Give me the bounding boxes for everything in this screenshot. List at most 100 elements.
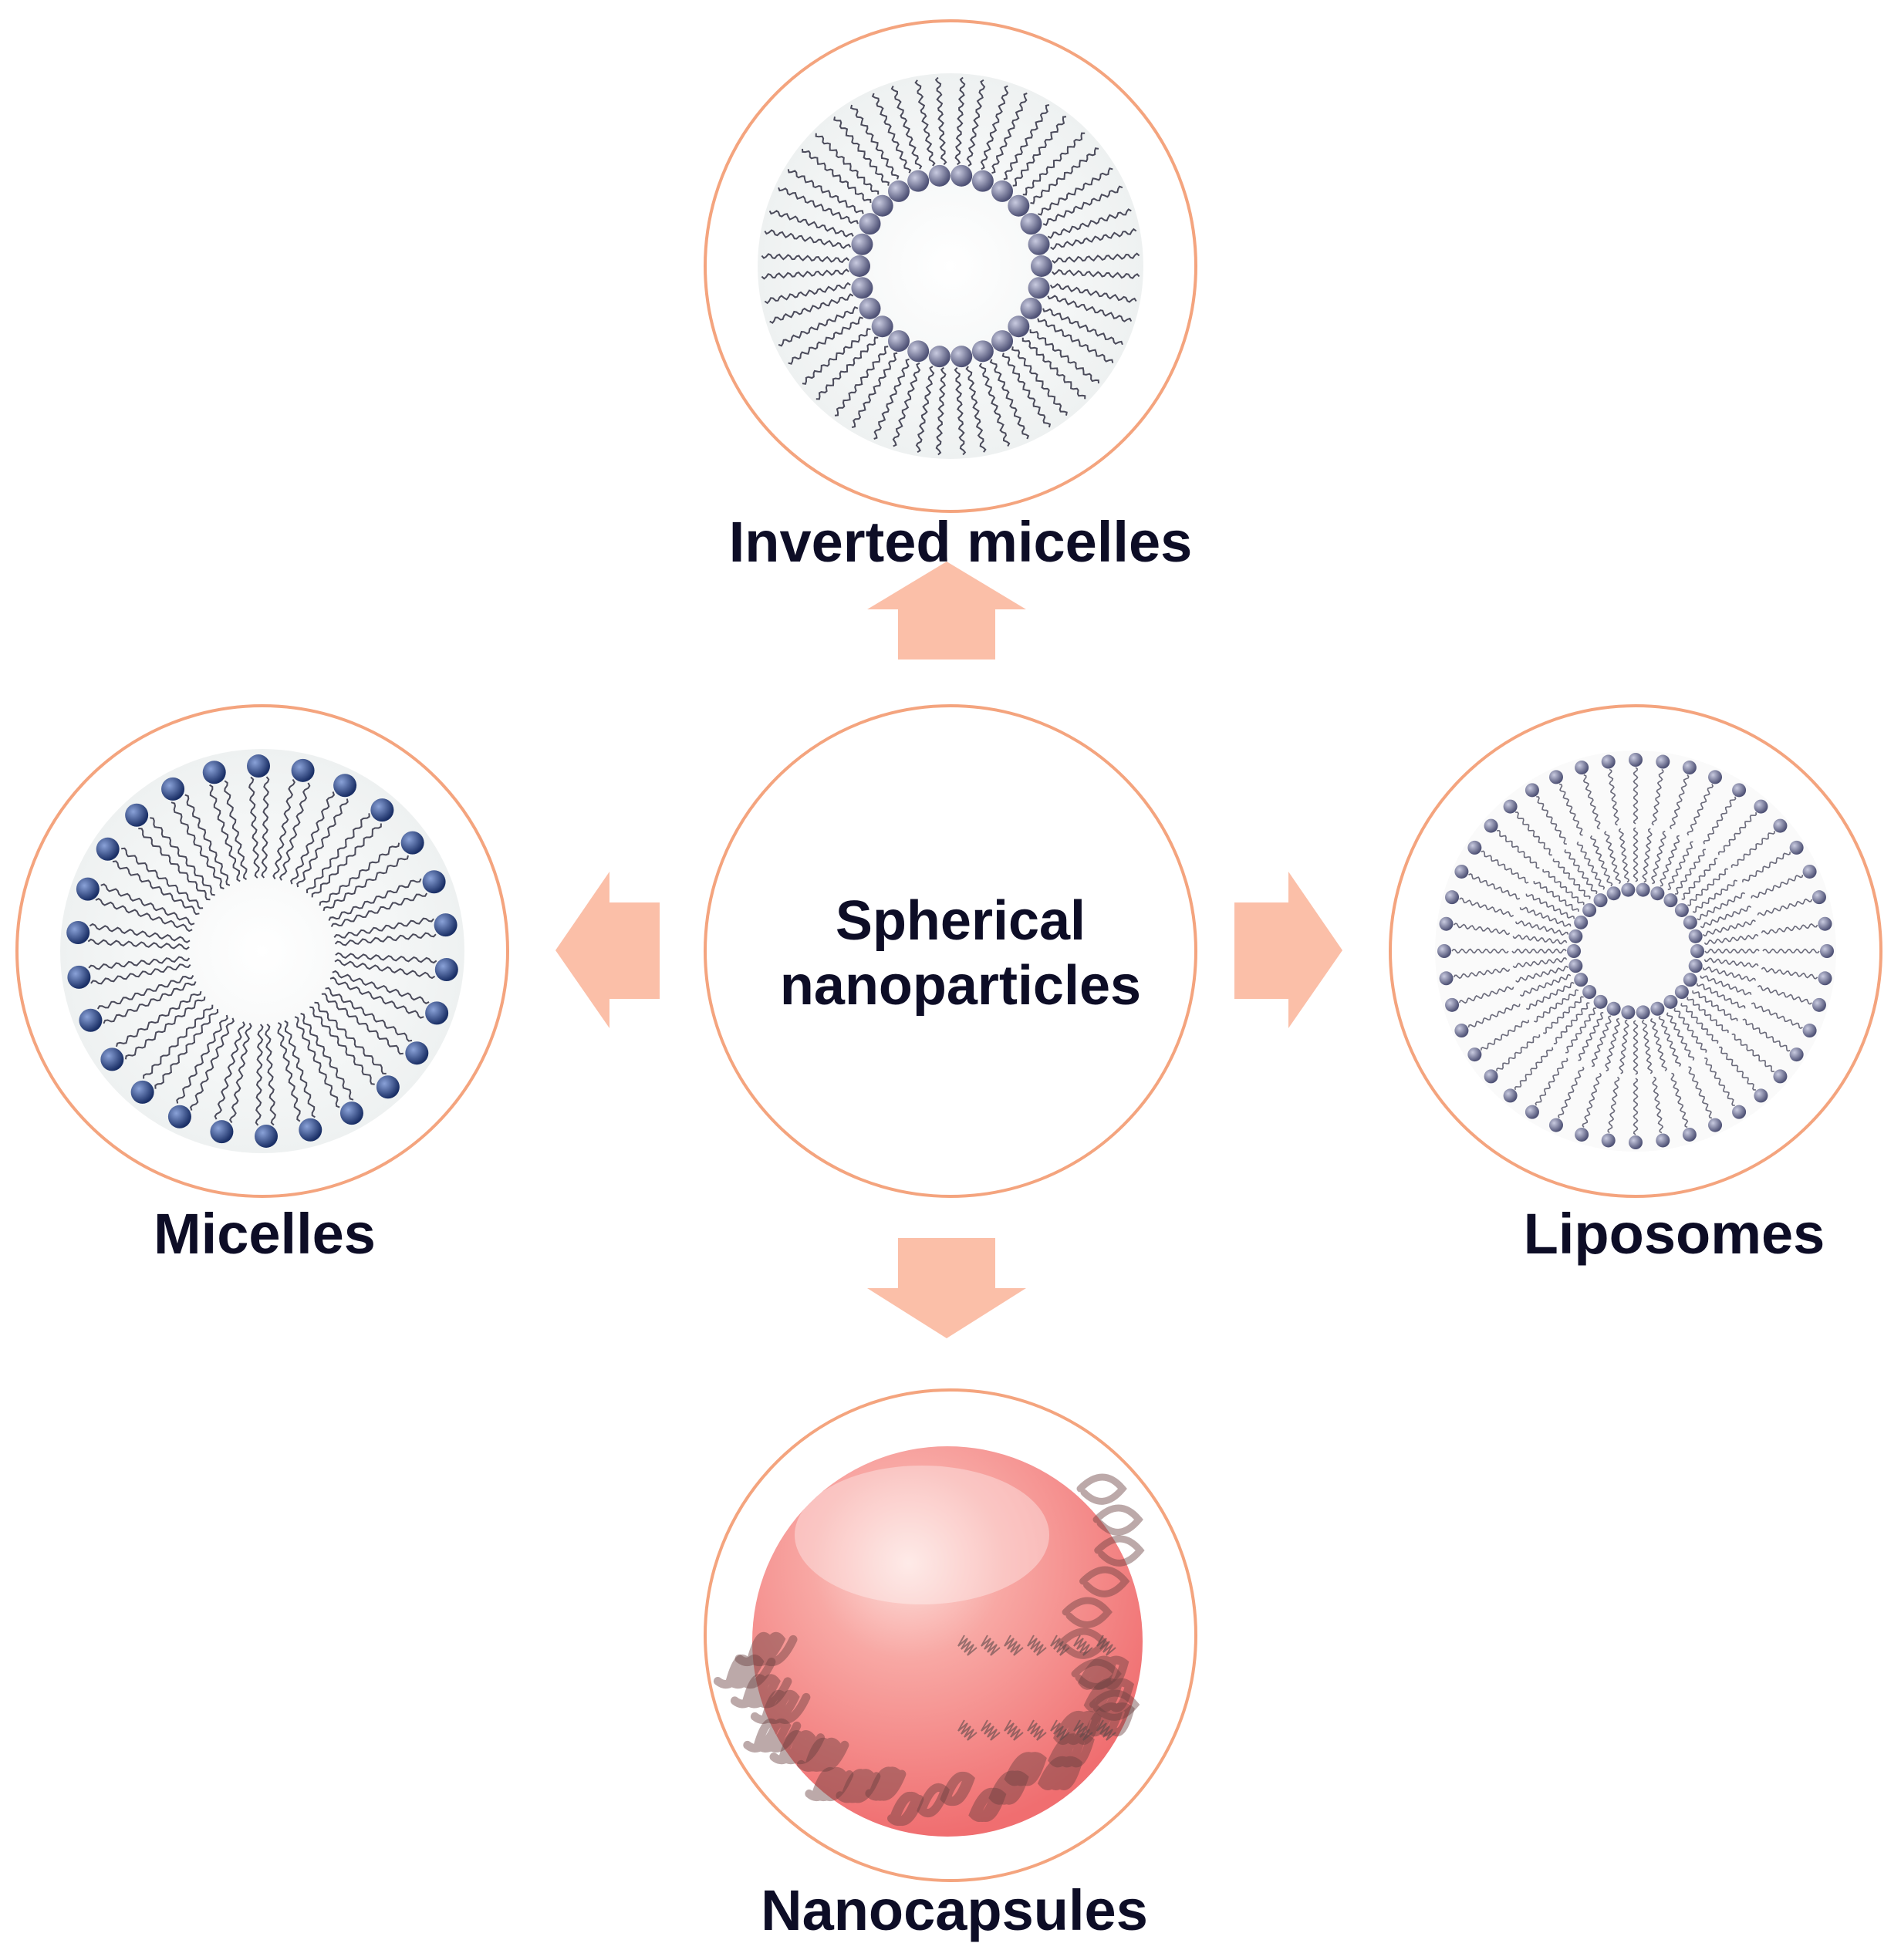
lipid-tail <box>1049 283 1137 303</box>
bilayer-outer-head <box>1445 890 1460 905</box>
nanocapsule-highlight <box>795 1466 1049 1604</box>
surfactant-head <box>333 774 357 798</box>
surfactant-head <box>291 758 315 782</box>
bilayer-inner-head <box>1593 893 1608 908</box>
bilayer-outer-head <box>1820 944 1834 958</box>
polymer-chain <box>957 1634 978 1656</box>
bilayer-inner-head <box>1674 985 1689 1000</box>
bilayer-inner-tail <box>1704 948 1760 954</box>
arrow-up <box>867 562 1026 660</box>
bilayer-inner-tail <box>1633 1020 1639 1075</box>
bilayer-outer-head <box>1818 971 1832 986</box>
bilayer-inner-tail <box>1618 828 1630 883</box>
polymer-strand <box>1083 1678 1135 1712</box>
polymer-strand <box>865 1766 907 1801</box>
lipid-tail <box>1052 268 1140 279</box>
surfactant-tail <box>90 963 191 985</box>
bilayer-inner-head <box>1683 973 1697 987</box>
lipid-tail <box>768 210 854 238</box>
bilayer-inner-tail <box>1650 830 1666 885</box>
bilayer-inner-tail <box>1641 1019 1653 1074</box>
surfactant-tail <box>334 959 436 980</box>
surfactant-tail <box>100 883 195 926</box>
lipid-tail <box>1001 353 1052 428</box>
polymer-strand <box>743 1718 802 1753</box>
bilayer-outer-tail <box>1669 774 1690 830</box>
bilayer-inner-head <box>1582 985 1597 1000</box>
surfactant-tail <box>143 1004 214 1079</box>
surfactant-tail <box>294 1016 340 1108</box>
bilayer-inner-tail <box>1552 859 1591 899</box>
bilayer-inner-tail <box>1692 990 1738 1021</box>
lipid-tail <box>761 253 849 264</box>
bilayer-outer-head <box>1708 1118 1723 1132</box>
surfactant-head <box>202 761 226 784</box>
polymer-strand <box>1078 1655 1129 1690</box>
bilayer-inner-tail <box>1680 1003 1719 1044</box>
bilayer-inner-tail <box>1666 1012 1695 1061</box>
lipid-tail <box>1003 104 1050 180</box>
bilayer-outer-head <box>1629 753 1643 767</box>
nanocapsule-polymer-coating <box>713 1473 1145 1827</box>
lipid-tail <box>1052 252 1140 264</box>
surfactant-tail <box>334 932 437 946</box>
polymer-strand <box>887 1792 924 1827</box>
bilayer-outer-tail <box>1670 1072 1689 1128</box>
lipid-tail <box>934 76 947 165</box>
surfactant-tail <box>96 974 194 1010</box>
lipid-tail <box>1029 329 1099 384</box>
lipid-tail <box>761 268 849 280</box>
surfactant-tail <box>322 855 409 912</box>
surfactant-tail <box>138 828 211 901</box>
polymer-strand <box>734 1631 798 1666</box>
polymer-strand <box>1053 1710 1102 1745</box>
surfactant-head <box>422 870 446 894</box>
lipid-tail <box>954 76 966 166</box>
surfactant-head <box>76 877 100 901</box>
bilayer-outer-head <box>1601 754 1616 769</box>
bilayer-outer-head <box>1732 783 1747 798</box>
bilayer-outer-tail <box>1742 852 1791 882</box>
bilayer-outer-head <box>1467 840 1482 855</box>
surfactant-tail <box>95 898 193 933</box>
lipid-tail <box>815 336 879 400</box>
polymer-strand <box>988 1770 1029 1805</box>
bilayer-inner-head <box>1593 994 1608 1009</box>
bilayer-outer-tail <box>1633 1078 1639 1135</box>
surfactant-head <box>425 1001 449 1025</box>
polymer-chain <box>1096 1634 1116 1656</box>
polymer-chain <box>1050 1719 1070 1741</box>
surfactant-tail <box>330 892 428 928</box>
bilayer-inner-tail <box>1633 827 1639 882</box>
bilayer-inner-tail <box>1673 1007 1707 1053</box>
bilayer-outer-head <box>1802 1024 1817 1038</box>
surfactant-head <box>370 798 394 822</box>
bilayer-outer-head <box>1789 1047 1804 1062</box>
polymer-strand <box>1085 1702 1135 1737</box>
bilayer-inner-tail <box>1515 965 1569 983</box>
lipid-tail <box>849 104 900 180</box>
bilayer-inner-tail <box>1565 1007 1596 1054</box>
bilayer-inner-tail <box>1591 1015 1612 1068</box>
polymer-strand <box>1092 1504 1143 1536</box>
bilayer-outer-head <box>1818 916 1832 931</box>
bilayer-outer-head <box>1773 1069 1788 1084</box>
bilayer-inner-head <box>1636 882 1650 897</box>
surfactant-tail <box>87 938 190 950</box>
bilayer-outer-head <box>1629 1135 1643 1149</box>
lipid-tail <box>873 358 910 440</box>
bilayer-inner-head <box>1650 1001 1665 1016</box>
bilayer-inner-tail <box>1642 828 1653 883</box>
bilayer-outer-head <box>1454 1024 1469 1038</box>
bilayer-outer-head <box>1575 1127 1589 1142</box>
bilayer-outer-tail <box>1496 1034 1541 1071</box>
bilayer-outer-tail <box>1717 811 1757 855</box>
lipid-head <box>1031 255 1052 277</box>
polymer-chain <box>1073 1634 1093 1656</box>
bilayer-inner-tail <box>1578 1011 1604 1061</box>
lipid-tail <box>1038 167 1113 216</box>
lipid-tail <box>1050 228 1137 251</box>
surfactant-tail <box>284 1020 316 1118</box>
arrow-down <box>867 1238 1026 1338</box>
